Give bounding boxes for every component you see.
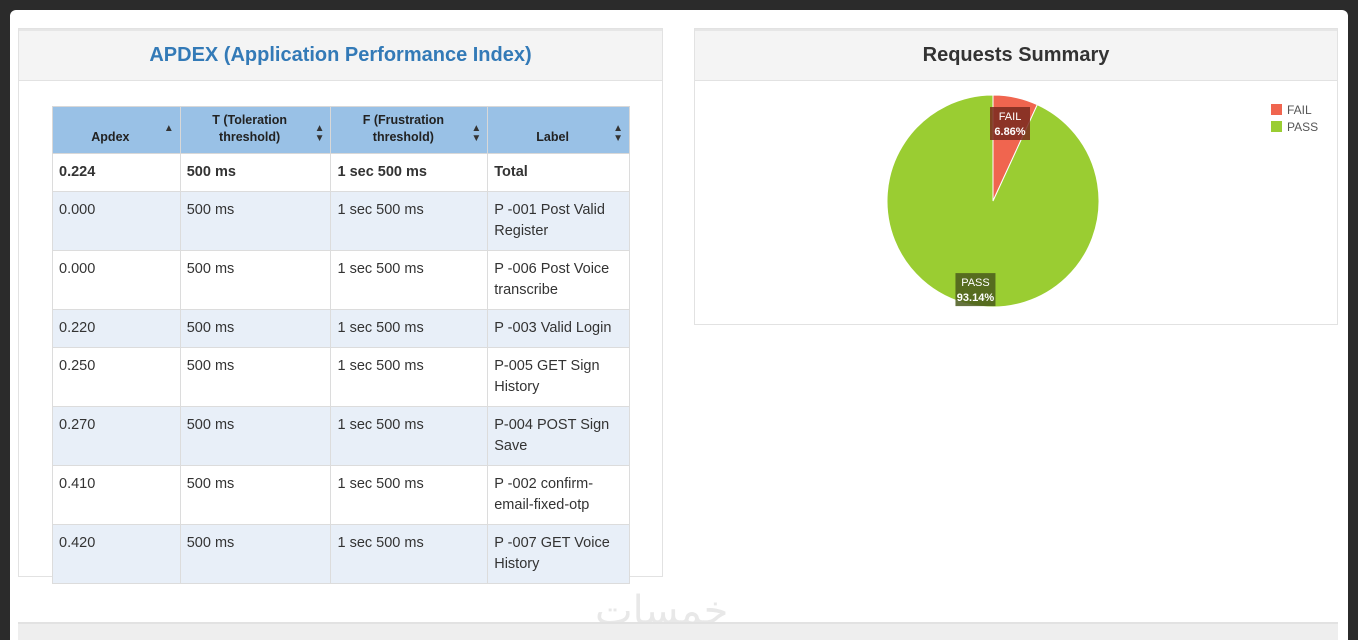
- cell-label: Total: [487, 153, 630, 192]
- cell-label: P-005 GET Sign History: [487, 347, 630, 407]
- apdex-table: Apdex ▲ T (Toleration threshold) ▲▼ F (Fru…: [52, 106, 630, 584]
- cell-toleration: 500 ms: [179, 406, 332, 466]
- sort-both-icon: ▲▼: [314, 123, 325, 144]
- pie-label-percent: 93.14%: [957, 292, 995, 304]
- column-header-label: Label: [536, 130, 569, 144]
- cell-apdex: 0.270: [52, 406, 181, 466]
- cell-apdex: 0.224: [52, 153, 181, 192]
- column-header-apdex[interactable]: Apdex ▲: [52, 106, 181, 154]
- cell-frustration: 1 sec 500 ms: [330, 191, 489, 251]
- pie-label-fail: FAIL 6.86%: [990, 107, 1030, 140]
- column-header-label: Apdex: [91, 130, 130, 144]
- cell-toleration: 500 ms: [179, 191, 332, 251]
- cell-label: P-004 POST Sign Save: [487, 406, 630, 466]
- requests-summary-panel: Requests Summary FAIL 6.86% PASS 93.14% FAI…: [694, 28, 1338, 325]
- cell-frustration: 1 sec 500 ms: [330, 309, 489, 348]
- legend-label: FAIL: [1287, 102, 1312, 117]
- cell-toleration: 500 ms: [179, 309, 332, 348]
- column-header-toleration[interactable]: T (Toleration threshold) ▲▼: [179, 106, 332, 154]
- column-header-frustration[interactable]: F (Frustration threshold) ▲▼: [330, 106, 489, 154]
- cell-frustration: 1 sec 500 ms: [330, 406, 489, 466]
- cell-toleration: 500 ms: [179, 347, 332, 407]
- requests-summary-title: Requests Summary: [922, 44, 1110, 66]
- cell-label: P -006 Post Voice transcribe: [487, 250, 630, 310]
- cell-frustration: 1 sec 500 ms: [330, 465, 489, 525]
- pie-label-pass: PASS 93.14%: [955, 273, 996, 307]
- pie-label-background: [955, 273, 996, 307]
- cell-toleration: 500 ms: [179, 465, 332, 525]
- next-panel-header: [18, 622, 1338, 640]
- column-header-label[interactable]: Label ▲▼: [487, 106, 630, 154]
- pie-label-name: FAIL: [999, 111, 1022, 123]
- cell-label: P -003 Valid Login: [487, 309, 630, 348]
- cell-frustration: 1 sec 500 ms: [330, 250, 489, 310]
- pie-label-name: PASS: [961, 277, 990, 289]
- cell-label: P -007 GET Voice History: [487, 524, 630, 584]
- legend-swatch: [1271, 121, 1282, 132]
- sort-both-icon: ▲▼: [471, 123, 482, 144]
- cell-apdex: 0.000: [52, 191, 181, 251]
- requests-pie-chart: FAIL 6.86% PASS 93.14%: [886, 94, 1100, 308]
- chart-legend: FAIL PASS: [1271, 101, 1318, 135]
- apdex-panel-header: APDEX (Application Performance Index): [19, 29, 662, 81]
- requests-summary-header: Requests Summary: [695, 29, 1337, 81]
- column-header-label: F (Frustration threshold): [362, 113, 444, 144]
- report-page: APDEX (Application Performance Index) Ap…: [10, 10, 1348, 640]
- cell-apdex: 0.000: [52, 250, 181, 310]
- cell-frustration: 1 sec 500 ms: [330, 524, 489, 584]
- cell-label: P -002 confirm-email-fixed-otp: [487, 465, 630, 525]
- cell-frustration: 1 sec 500 ms: [330, 153, 489, 192]
- cell-apdex: 0.410: [52, 465, 181, 525]
- cell-toleration: 500 ms: [179, 524, 332, 584]
- pie-label-background: [990, 107, 1030, 140]
- cell-apdex: 0.250: [52, 347, 181, 407]
- apdex-title: APDEX (Application Performance Index): [149, 44, 532, 66]
- legend-item-fail[interactable]: FAIL: [1271, 101, 1318, 118]
- pie-chart-container: FAIL 6.86% PASS 93.14%: [885, 94, 1105, 320]
- apdex-panel: APDEX (Application Performance Index) Ap…: [18, 28, 663, 584]
- cell-apdex: 0.420: [52, 524, 181, 584]
- cell-label: P -001 Post Valid Register: [487, 191, 630, 251]
- pie-label-percent: 6.86%: [994, 126, 1025, 138]
- cell-frustration: 1 sec 500 ms: [330, 347, 489, 407]
- legend-swatch: [1271, 104, 1282, 115]
- legend-label: PASS: [1287, 119, 1319, 134]
- cell-toleration: 500 ms: [179, 153, 332, 192]
- cell-toleration: 500 ms: [179, 250, 332, 310]
- column-header-label: T (Toleration threshold): [212, 113, 287, 144]
- sort-ascending-icon: ▲: [163, 123, 174, 134]
- sort-both-icon: ▲▼: [613, 123, 623, 144]
- legend-item-pass[interactable]: PASS: [1271, 118, 1318, 135]
- cell-apdex: 0.220: [52, 309, 181, 348]
